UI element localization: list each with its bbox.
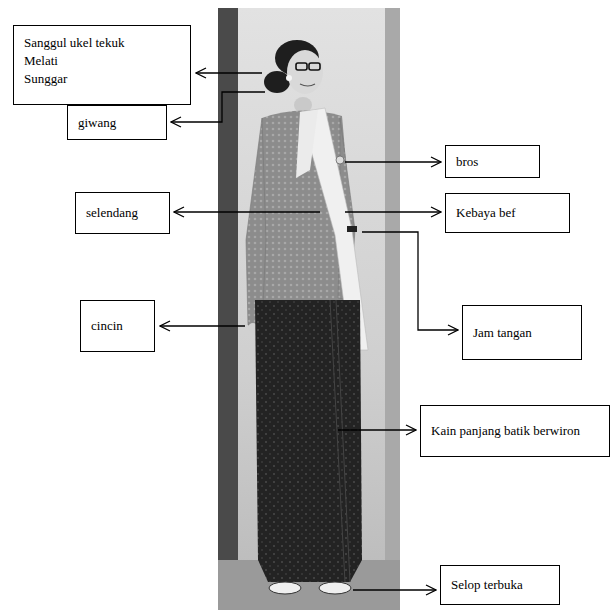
leader-lines	[160, 73, 458, 590]
part-label: giwang	[78, 114, 156, 132]
leader-line	[160, 325, 245, 326]
photo-wall	[385, 8, 400, 610]
leader-line	[174, 211, 320, 212]
leader-line	[345, 211, 441, 212]
leader-line	[362, 232, 458, 330]
label-box: giwang	[67, 105, 167, 140]
part-label: Sunggar	[24, 70, 180, 88]
leader-line	[196, 72, 262, 73]
photo-door	[218, 8, 238, 610]
leader-line	[338, 429, 416, 430]
part-label: Selop terbuka	[451, 576, 549, 594]
label-box: Kebaya bef	[445, 193, 570, 233]
label-box: cincin	[80, 300, 155, 352]
part-label: bros	[456, 153, 529, 171]
part-label: Sanggul ukel tekuk	[24, 34, 180, 52]
label-box: Kain panjang batik berwiron	[420, 405, 610, 457]
part-label: Kain panjang batik berwiron	[431, 422, 599, 440]
leader-line	[353, 589, 436, 590]
label-box: selendang	[75, 192, 170, 234]
label-box: Selop terbuka	[440, 565, 560, 605]
part-label: Kebaya bef	[456, 204, 559, 222]
part-label: selendang	[86, 204, 159, 222]
part-label: Jam tangan	[473, 324, 571, 342]
photo-ground	[218, 8, 400, 610]
woman-figure	[246, 40, 368, 594]
part-label: cincin	[91, 317, 144, 335]
label-box: Jam tangan	[462, 305, 582, 360]
label-box: Sanggul ukel tekukMelatiSunggar	[13, 25, 191, 105]
part-label: Melati	[24, 52, 180, 70]
leader-line	[345, 161, 441, 162]
label-box: bros	[445, 145, 540, 178]
